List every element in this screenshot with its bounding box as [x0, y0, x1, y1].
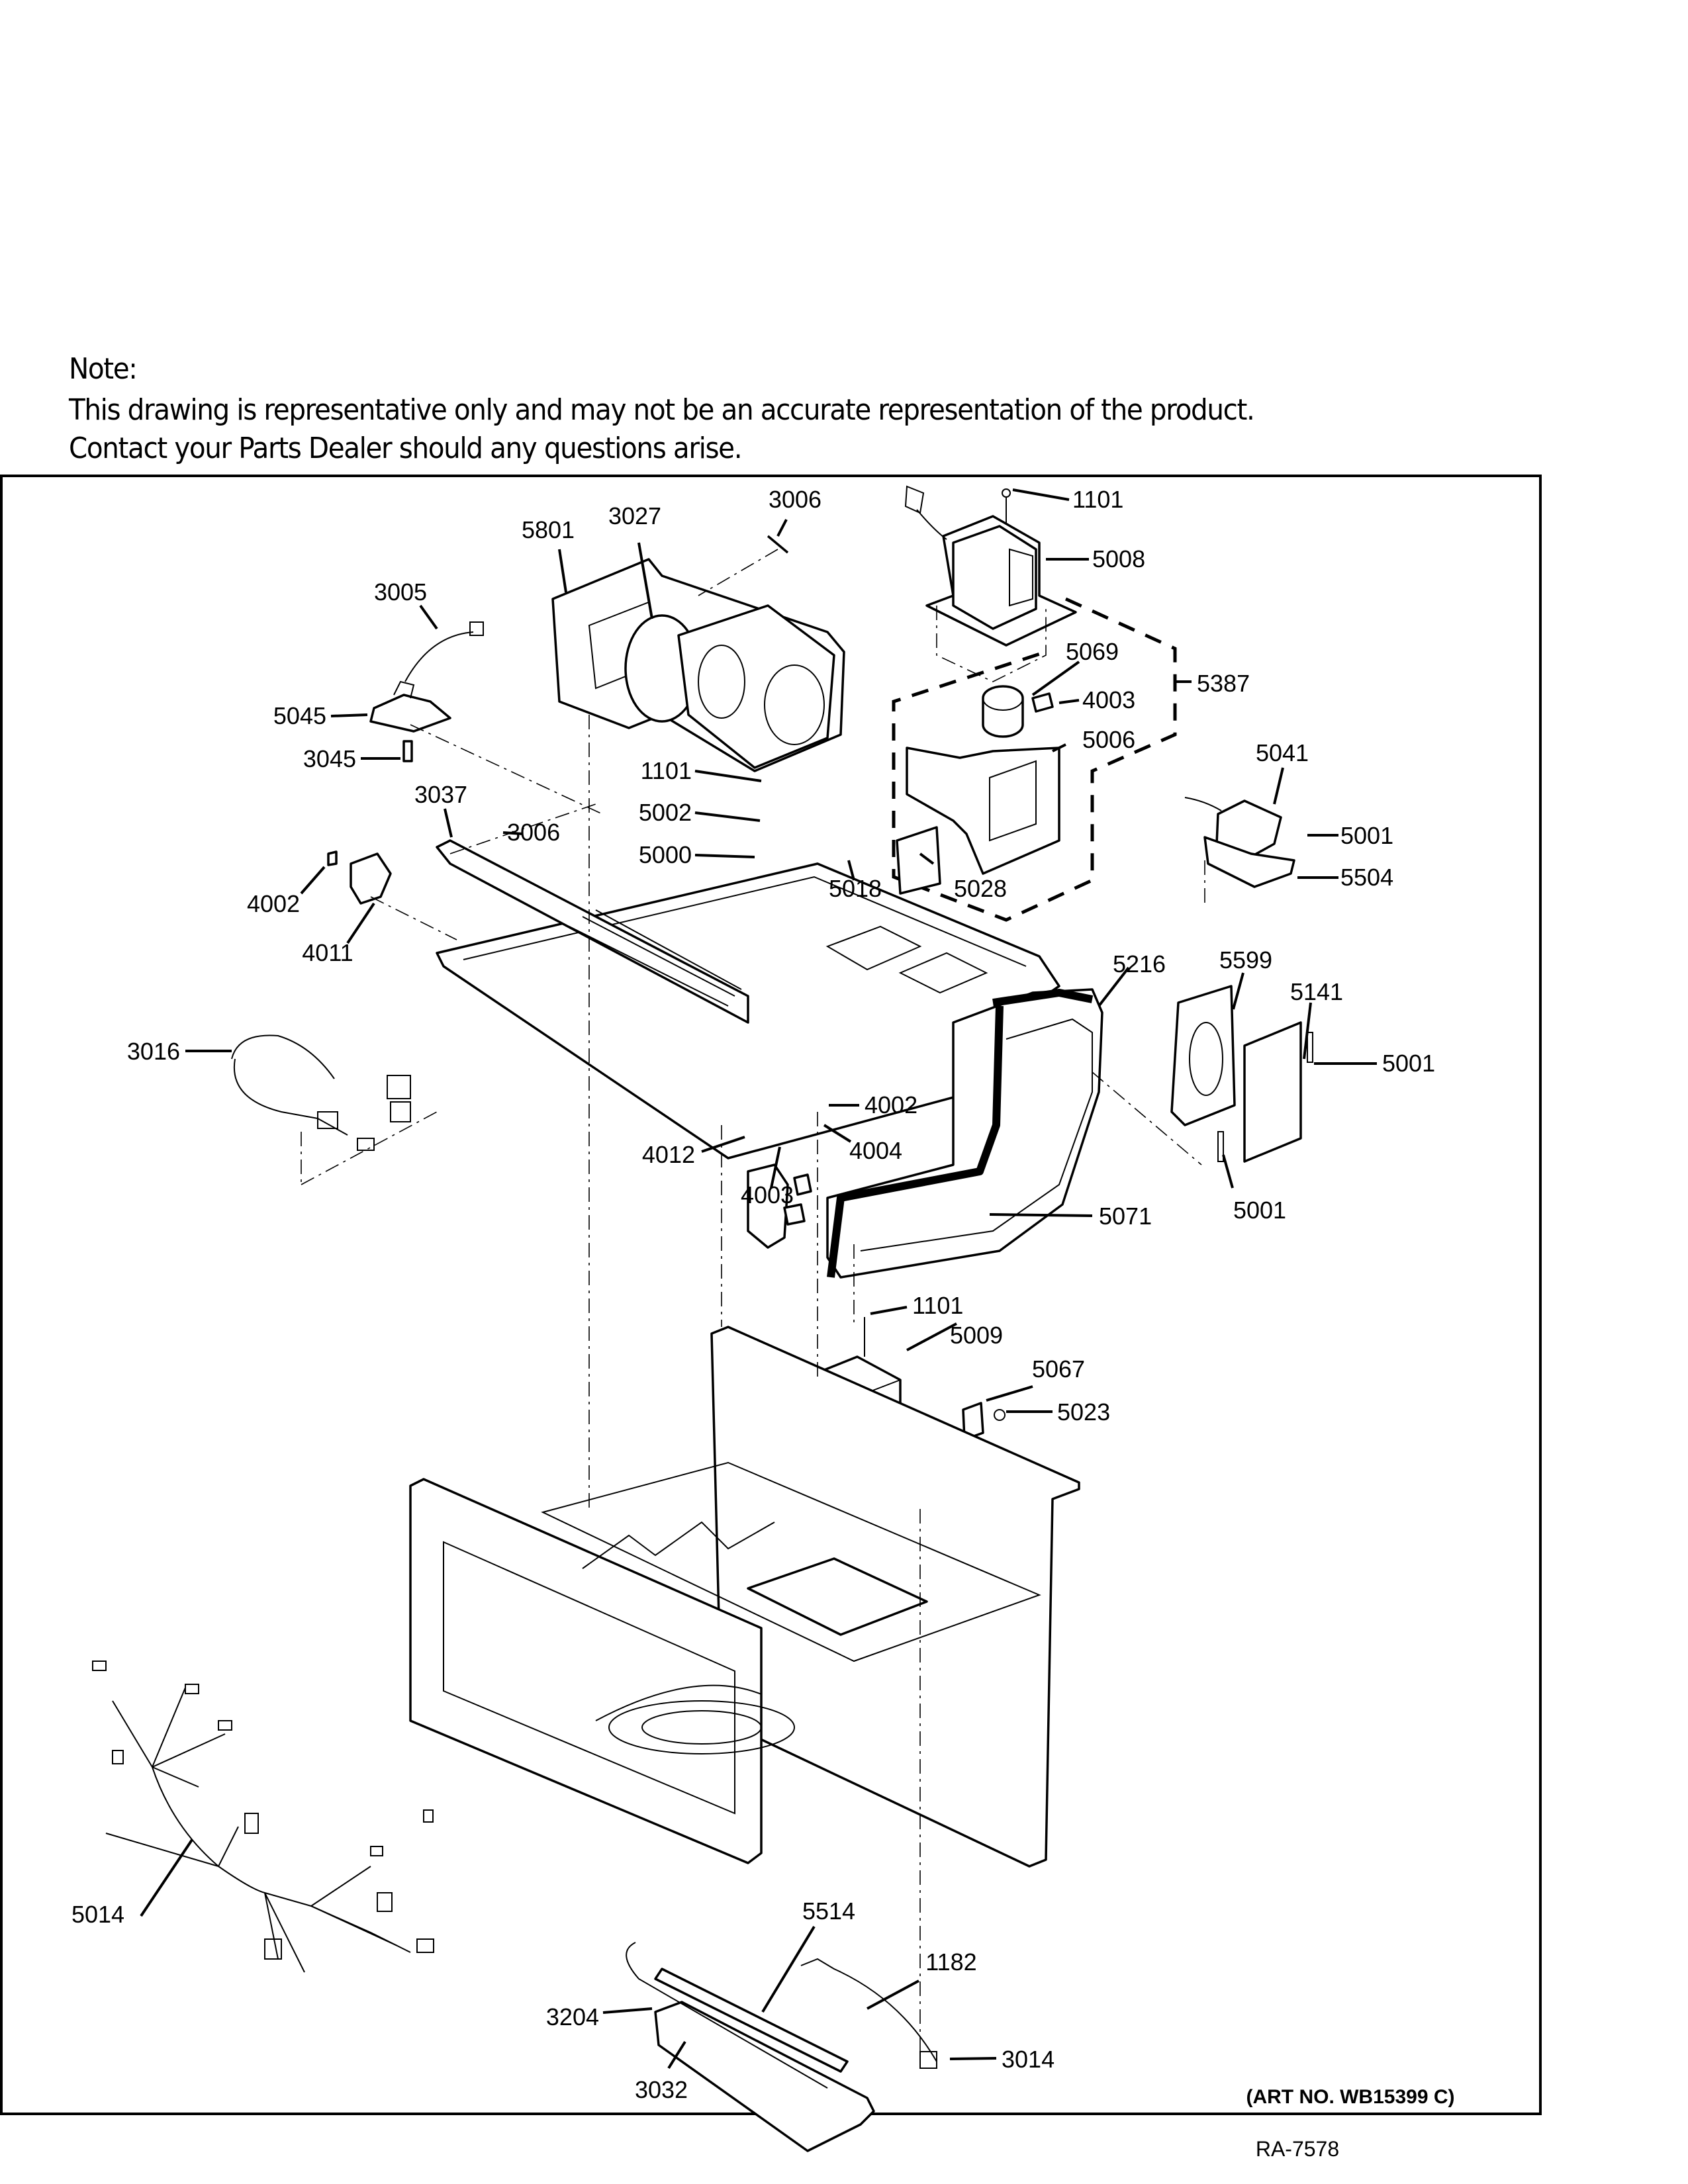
callout-1101: 1101 — [1072, 486, 1123, 513]
callout-5023: 5023 — [1057, 1398, 1110, 1426]
callout-5000: 5000 — [639, 841, 692, 868]
cover-part — [896, 826, 941, 895]
callout-4012: 4012 — [642, 1141, 695, 1168]
callout-5041: 5041 — [1256, 739, 1309, 766]
interlock-bracket — [747, 1163, 789, 1249]
callout-5018: 5018 — [829, 875, 882, 902]
oven-cavity — [409, 1461, 1041, 1864]
callout-5001-b: 5001 — [1382, 1050, 1435, 1077]
callout-1101-c: 1101 — [912, 1292, 963, 1319]
reference-number: RA-7578 — [1256, 2137, 1339, 2161]
callout-3014: 3014 — [1002, 2046, 1055, 2073]
callout-5504: 5504 — [1340, 864, 1393, 891]
air-duct — [826, 988, 1103, 1279]
base-plate — [436, 839, 1060, 1160]
main-wire-harness — [92, 1661, 434, 1973]
note-disclaimer: This drawing is representative only and … — [69, 393, 1255, 427]
callout-1101-b: 1101 — [641, 757, 692, 784]
callout-3006-b: 3006 — [507, 819, 560, 846]
callout-5216: 5216 — [1113, 950, 1166, 978]
switch-holder-part — [350, 852, 392, 905]
callout-5001: 5001 — [1340, 822, 1393, 849]
callout-5002: 5002 — [639, 799, 692, 826]
wire-harness-small — [231, 1034, 411, 1151]
callout-3006: 3006 — [769, 486, 821, 513]
callout-4011: 4011 — [302, 939, 353, 966]
callout-1182: 1182 — [925, 1948, 976, 1976]
callout-labels: 3006 1101 5801 3027 5008 3005 5069 4003 … — [71, 486, 1435, 2103]
art-number: (ART NO. WB15399 C) — [1246, 2086, 1454, 2108]
pin-part — [767, 535, 789, 554]
callout-3037: 3037 — [414, 781, 467, 808]
stirrer-motor — [982, 685, 1024, 738]
callout-5141: 5141 — [1290, 978, 1343, 1005]
callout-5028: 5028 — [954, 875, 1007, 902]
callout-3027: 3027 — [608, 502, 661, 529]
lamp-housing — [369, 621, 484, 762]
switch-part — [327, 850, 338, 866]
switch-part — [793, 1173, 812, 1196]
callout-5801: 5801 — [522, 516, 575, 543]
switch-part — [783, 1203, 806, 1226]
callout-4003: 4003 — [1082, 686, 1135, 713]
switch-part — [1031, 692, 1054, 713]
callout-5069: 5069 — [1066, 638, 1119, 665]
motor-bracket — [1203, 836, 1295, 888]
lamp-assembly-bottom — [626, 1942, 937, 2152]
callout-5006: 5006 — [1082, 726, 1135, 753]
callout-5067: 5067 — [1032, 1355, 1085, 1383]
callout-5514: 5514 — [802, 1897, 855, 1925]
transformer — [904, 485, 1077, 647]
callout-5008: 5008 — [1092, 545, 1145, 572]
callout-4003-b: 4003 — [741, 1181, 794, 1208]
control-board — [1243, 1021, 1302, 1163]
callout-3005: 3005 — [374, 578, 427, 606]
callout-3045: 3045 — [303, 745, 356, 772]
bracket-part — [962, 1402, 984, 1441]
note-title: Note: — [69, 352, 138, 386]
callout-5014: 5014 — [71, 1901, 124, 1928]
callout-4004: 4004 — [849, 1137, 902, 1164]
callout-5071: 5071 — [1099, 1203, 1152, 1230]
blower-assembly — [551, 558, 845, 772]
note-contact: Contact your Parts Dealer should any que… — [69, 432, 743, 465]
callout-5599: 5599 — [1219, 946, 1272, 974]
callout-5009: 5009 — [950, 1322, 1003, 1349]
callout-5045: 5045 — [273, 702, 326, 729]
callout-3204: 3204 — [546, 2003, 599, 2030]
callout-5001-c: 5001 — [1233, 1197, 1286, 1224]
leader-lines — [140, 488, 1377, 2070]
callout-3032: 3032 — [635, 2076, 688, 2103]
duct-part — [906, 747, 1060, 875]
callout-3016: 3016 — [127, 1038, 180, 1065]
callout-5387: 5387 — [1197, 670, 1250, 697]
assembly-group-5387 — [892, 597, 1177, 922]
callout-4002: 4002 — [247, 890, 300, 917]
mounting-bracket — [1170, 985, 1236, 1126]
callout-4002-b: 4002 — [865, 1091, 917, 1118]
